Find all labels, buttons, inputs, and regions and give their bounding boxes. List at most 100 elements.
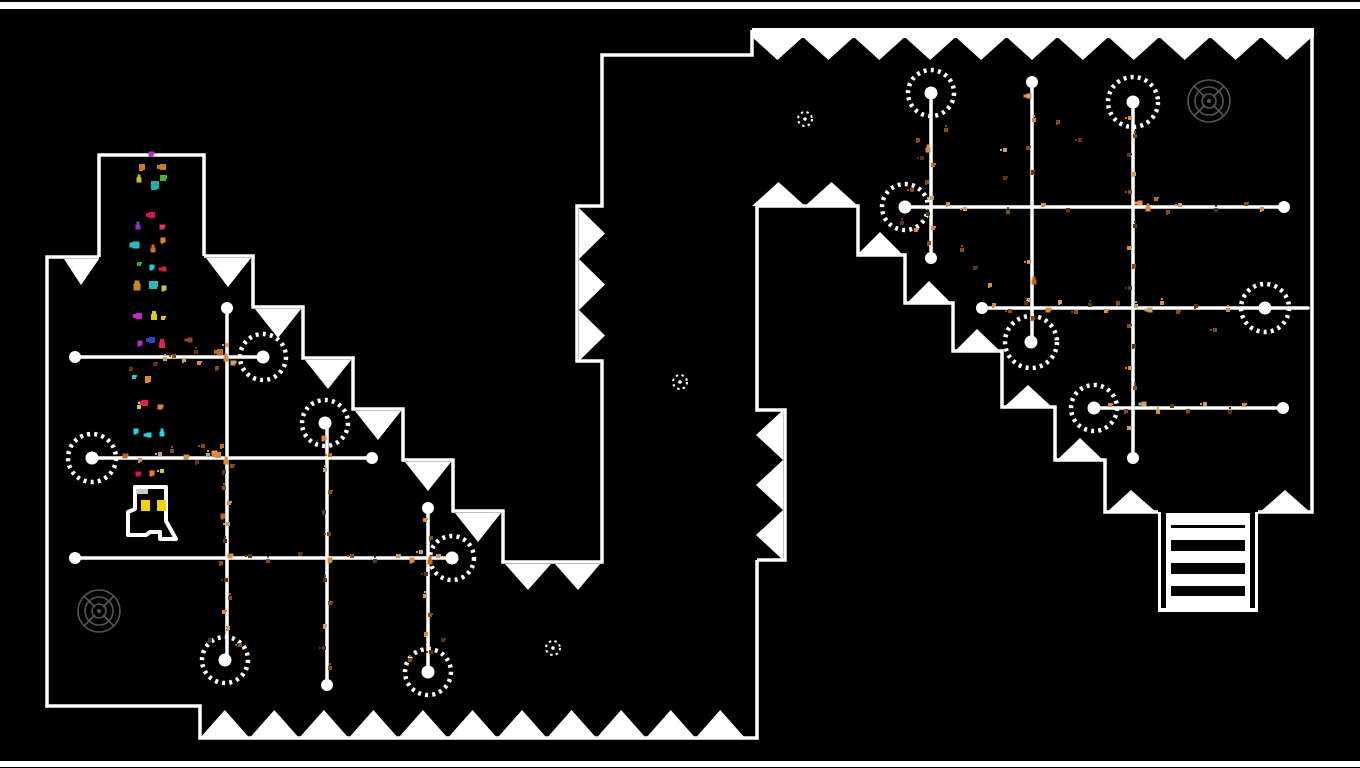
particle: [139, 401, 143, 405]
particle: [163, 175, 167, 179]
particle: [159, 431, 165, 437]
particle: [223, 523, 225, 525]
particle: [1031, 279, 1037, 285]
particle: [133, 314, 137, 318]
particle: [1007, 207, 1009, 209]
particle: [149, 337, 155, 343]
ceiling-band: [752, 28, 1314, 38]
particle: [145, 379, 149, 383]
particle: [1133, 386, 1137, 390]
rail-endpoint: [221, 302, 233, 314]
particle: [976, 266, 978, 268]
particle: [1145, 206, 1151, 212]
particle: [1229, 407, 1231, 409]
saw-rail: [903, 201, 1290, 213]
particle: [194, 350, 198, 354]
particle: [907, 189, 909, 191]
particle: [1031, 316, 1035, 320]
target-cross-line: [1193, 104, 1206, 117]
particle: [226, 629, 228, 631]
spike: [1006, 37, 1058, 60]
particle: [1134, 131, 1136, 133]
particle: [992, 306, 994, 308]
particle: [1133, 134, 1137, 138]
particle: [1031, 173, 1033, 175]
target-circle: [77, 589, 121, 633]
saw-blade: [1068, 382, 1120, 434]
particle: [1066, 211, 1068, 213]
particle: [1025, 298, 1027, 300]
particle: [1132, 344, 1136, 348]
particle: [140, 262, 142, 264]
particle: [916, 138, 920, 142]
particle: [1006, 210, 1010, 214]
saw-rail: [422, 502, 434, 674]
particle: [325, 454, 327, 456]
particle: [133, 428, 139, 434]
particle: [212, 453, 216, 457]
spike: [955, 37, 1007, 60]
particle: [220, 516, 224, 520]
particle: [1175, 204, 1177, 206]
particle: [436, 554, 440, 558]
particle: [301, 552, 303, 554]
particle: [409, 655, 411, 657]
particle: [224, 456, 228, 460]
particle: [323, 578, 327, 582]
particle: [223, 539, 227, 543]
saw-teeth: [65, 431, 119, 485]
particle: [221, 579, 223, 581]
player-character: [126, 485, 178, 541]
particle: [1066, 208, 1070, 212]
particle: [917, 157, 919, 159]
particle: [230, 501, 232, 503]
particle: [138, 461, 140, 463]
particle: [424, 572, 428, 576]
particle: [149, 212, 155, 218]
particle: [992, 303, 996, 307]
particle: [1074, 310, 1078, 314]
player-eye: [157, 500, 166, 511]
target-circle: [1194, 86, 1224, 116]
particle: [327, 560, 331, 564]
particle: [157, 404, 163, 410]
particle: [183, 454, 189, 460]
particle: [934, 163, 936, 165]
particle: [230, 464, 234, 468]
particle: [148, 151, 154, 157]
particle: [161, 285, 167, 291]
spike: [200, 710, 250, 738]
spike: [579, 310, 605, 361]
particle: [926, 144, 930, 148]
particle: [146, 338, 150, 342]
spike: [249, 710, 300, 738]
particle: [215, 369, 217, 371]
particle: [160, 469, 164, 473]
particle: [960, 248, 964, 252]
spike: [1004, 385, 1052, 407]
wall-outline: [755, 206, 787, 562]
spawn-target: [1187, 79, 1231, 123]
particle: [1003, 176, 1007, 180]
particle: [222, 470, 226, 474]
particle: [162, 224, 166, 228]
particle: [1125, 367, 1127, 369]
particle: [150, 247, 156, 253]
particle: [1127, 246, 1131, 250]
spike: [752, 37, 803, 60]
particle: [222, 486, 226, 490]
particle: [146, 432, 152, 438]
particle: [222, 344, 224, 346]
particle: [424, 591, 426, 593]
particle: [226, 522, 230, 526]
particle: [156, 362, 158, 364]
saw-hub: [1126, 95, 1140, 109]
spike: [405, 462, 451, 491]
particle: [1134, 383, 1136, 385]
particle: [323, 468, 327, 472]
particle: [1186, 409, 1190, 413]
particle: [158, 267, 162, 271]
particle: [1006, 176, 1008, 178]
particle: [1029, 146, 1031, 148]
